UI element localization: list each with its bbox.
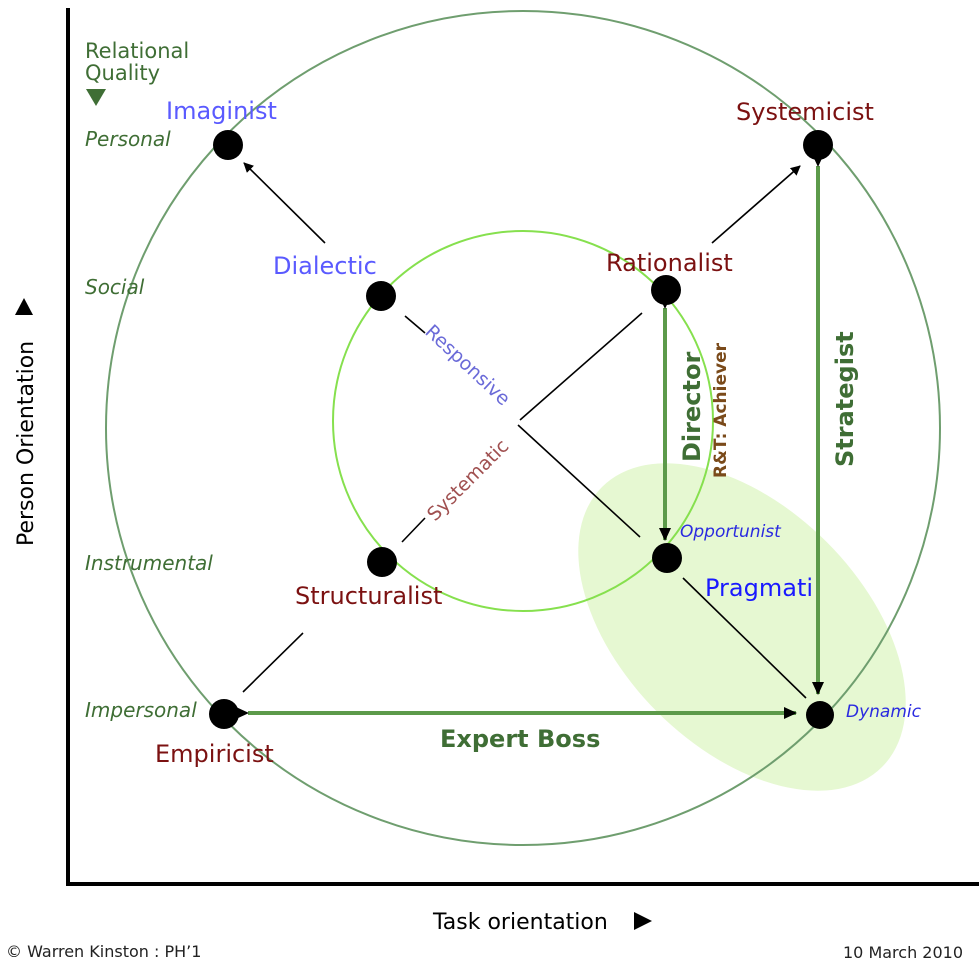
node-rationalist bbox=[651, 275, 681, 305]
label-rationalist: Rationalist bbox=[606, 249, 733, 277]
node-dialectic bbox=[366, 281, 396, 311]
connector-rationalist-systemicist bbox=[711, 165, 801, 244]
label-director: Director bbox=[678, 352, 706, 462]
connector-pragmati-dynamic bbox=[682, 577, 807, 699]
node-empiricist bbox=[209, 699, 239, 729]
inner-circle bbox=[332, 230, 714, 612]
node-systemicist bbox=[803, 130, 833, 160]
level-instrumental: Instrumental bbox=[85, 551, 213, 575]
responsive-line-a bbox=[404, 315, 426, 334]
systematic-line-b bbox=[401, 517, 426, 543]
x-axis-label: Task orientation bbox=[432, 910, 608, 935]
level-personal: Personal bbox=[85, 127, 171, 151]
label-opportunist: Opportunist bbox=[680, 522, 782, 542]
relational-quality-line2: Quality bbox=[85, 61, 160, 85]
label-dynamic: Dynamic bbox=[846, 702, 922, 722]
pragmatist-highlight-ellipse bbox=[578, 463, 906, 791]
node-pragmati bbox=[652, 543, 682, 573]
level-impersonal: Impersonal bbox=[85, 698, 197, 722]
label-strategist: Strategist bbox=[831, 331, 859, 467]
label-achiever: R&T: Achiever bbox=[711, 342, 731, 478]
label-systemicist: Systemicist bbox=[736, 98, 874, 126]
label-structuralist: Structuralist bbox=[295, 582, 442, 610]
label-imaginist: Imaginist bbox=[166, 97, 277, 125]
label-expert-boss: Expert Boss bbox=[440, 725, 600, 753]
footer-date: 10 March 2010 bbox=[843, 943, 963, 962]
outer-circle bbox=[105, 10, 941, 846]
level-social: Social bbox=[85, 275, 145, 299]
node-imaginist bbox=[213, 130, 243, 160]
label-pragmati: Pragmati bbox=[705, 574, 813, 602]
x-axis-right-icon bbox=[634, 912, 652, 930]
label-responsive: Responsive bbox=[421, 321, 515, 411]
node-structuralist bbox=[367, 547, 397, 577]
label-dialectic: Dialectic bbox=[273, 252, 377, 280]
label-empiricist: Empiricist bbox=[155, 740, 274, 768]
connector-structuralist-empiricist bbox=[242, 632, 304, 693]
label-systematic: Systematic bbox=[423, 435, 513, 525]
responsive-line-b bbox=[517, 424, 641, 538]
y-axis-up-icon bbox=[15, 298, 33, 315]
node-dynamic bbox=[806, 701, 834, 729]
relational-quality-down-icon bbox=[86, 89, 106, 106]
footer-copyright: © Warren Kinston : PH’1 bbox=[6, 942, 201, 961]
relational-quality-line1: Relational bbox=[85, 39, 189, 63]
systematic-line-a bbox=[519, 312, 643, 421]
y-axis-label: Person Orientation bbox=[14, 341, 39, 546]
connector-dialectic-imaginist bbox=[243, 162, 326, 244]
